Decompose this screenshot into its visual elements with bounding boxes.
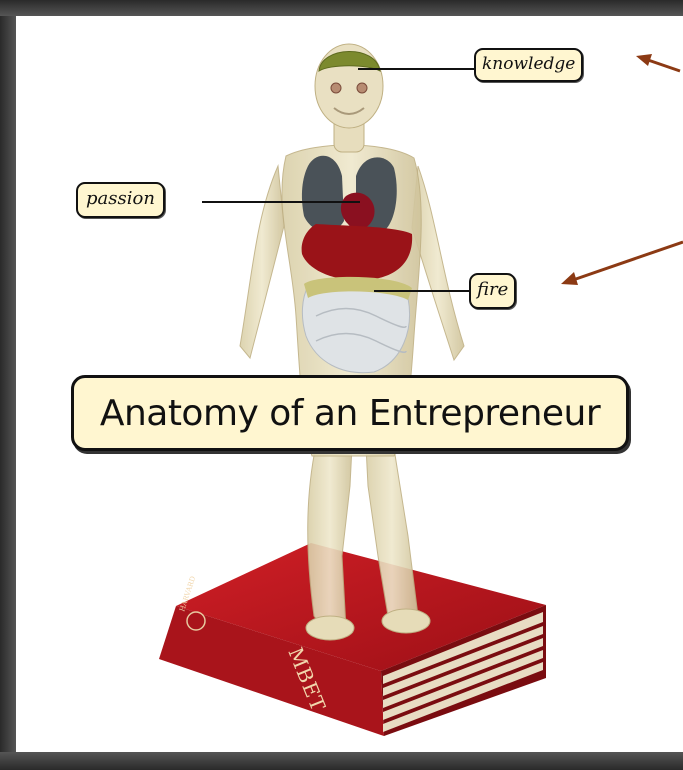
fire-label: fire <box>469 273 516 309</box>
frame-left-edge <box>0 0 16 770</box>
knowledge-arrow-icon <box>636 54 680 71</box>
frame-top-edge <box>0 0 683 16</box>
title-banner: Anatomy of an Entrepreneur <box>71 375 629 451</box>
fire-arrow-icon <box>561 242 683 285</box>
knowledge-label: knowledge <box>474 48 583 82</box>
slide-canvas: HARVARD MBET <box>16 16 683 752</box>
frame-bottom-edge <box>0 752 683 770</box>
passion-label: passion <box>76 182 165 218</box>
red-book <box>159 543 546 736</box>
organs <box>302 156 413 373</box>
page-title: Anatomy of an Entrepreneur <box>100 393 600 434</box>
